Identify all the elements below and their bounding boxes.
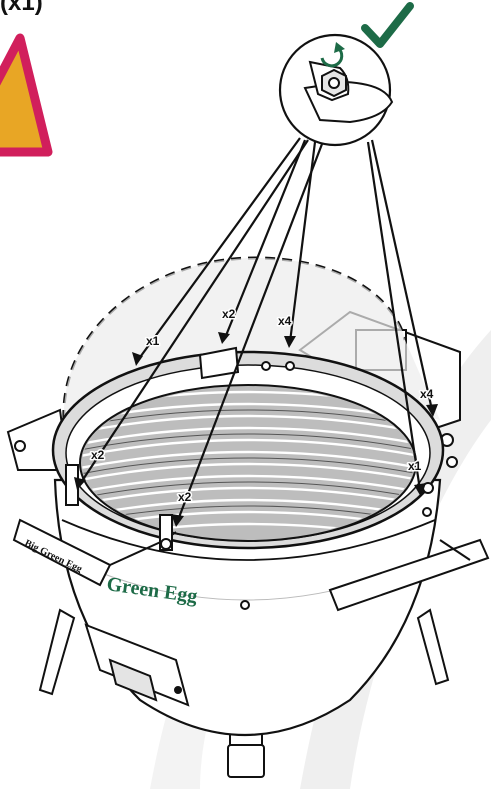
bottom-vent-door xyxy=(84,623,190,707)
callout-label-x2-bottom: x2 xyxy=(178,490,192,504)
callout-label-x1-right: x1 xyxy=(408,459,422,473)
rotate-arrow-icon xyxy=(320,42,345,68)
callout-label-x2-top: x2 xyxy=(222,307,236,321)
header-fragment: (x1) xyxy=(0,0,43,16)
callout-label-x4-top: x4 xyxy=(278,314,292,328)
right-handle xyxy=(328,538,490,612)
callout-label-x1-left: x1 xyxy=(146,334,160,348)
leader-lines xyxy=(79,137,434,521)
leader-arrowheads xyxy=(74,332,438,527)
nut-icon xyxy=(321,68,347,98)
hinge-band xyxy=(66,346,434,517)
body-bolt xyxy=(240,600,250,610)
warning-triangle-icon xyxy=(0,33,53,157)
callout-label-x2-left: x2 xyxy=(91,448,105,462)
callout-label-x4-right: x4 xyxy=(420,387,434,401)
detail-callout-circle xyxy=(278,33,394,147)
checkmark-icon xyxy=(361,2,414,48)
